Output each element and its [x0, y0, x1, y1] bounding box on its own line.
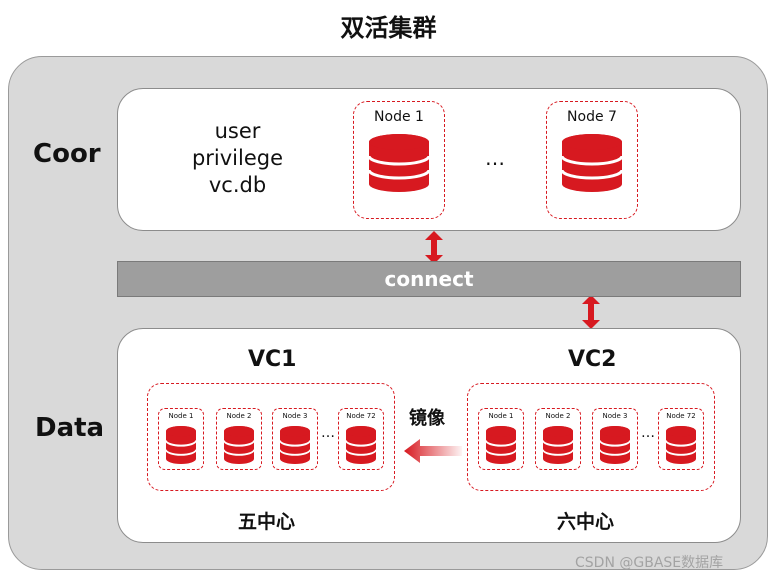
vc2-node-3-label: Node 3 — [602, 412, 628, 420]
coor-layer-label: Coor — [33, 139, 101, 169]
vc2-node-1: Node 1 — [478, 408, 524, 470]
meta-vcdb: vc.db — [208, 173, 267, 197]
coor-connect-arrow — [425, 231, 443, 264]
mirror-arrow — [404, 439, 462, 463]
vc1-node-1: Node 1 — [158, 408, 204, 470]
vc1-center-label: 五中心 — [238, 511, 296, 533]
coor-node-1: Node 1 — [353, 101, 445, 219]
vc1-node-3: Node 3 — [272, 408, 318, 470]
database-icon — [562, 134, 622, 192]
vc2-ellipsis: … — [641, 425, 655, 441]
data-layer-label: Data — [35, 413, 105, 443]
coor-ellipsis: … — [485, 146, 505, 170]
database-icon — [666, 426, 696, 464]
vc1-title: VC1 — [248, 347, 297, 372]
coor-metadata-list: user privilege vc.db — [180, 118, 295, 199]
database-icon — [346, 426, 376, 464]
vc2-node-3: Node 3 — [592, 408, 638, 470]
meta-privilege: privilege — [191, 146, 284, 170]
coor-node-7-label: Node 7 — [567, 109, 617, 125]
coor-node-1-label: Node 1 — [374, 109, 424, 125]
database-icon — [166, 426, 196, 464]
vc2-node-72: Node 72 — [658, 408, 704, 470]
diagram-title: 双活集群 — [340, 14, 437, 42]
watermark: CSDN @GBASE数据库 — [575, 555, 724, 571]
connect-data-arrow — [582, 295, 600, 329]
vc2-node-1-label: Node 1 — [488, 412, 514, 420]
vc2-node-72-label: Node 72 — [666, 412, 696, 420]
vc2-title: VC2 — [568, 347, 617, 372]
vc1-ellipsis: … — [321, 425, 335, 441]
vc1-node-2-label: Node 2 — [226, 412, 252, 420]
vc2-node-group — [467, 383, 715, 491]
database-icon — [280, 426, 310, 464]
vc2-center-label: 六中心 — [557, 511, 615, 533]
vc1-node-group — [147, 383, 395, 491]
database-icon — [486, 426, 516, 464]
mirror-label: 镜像 — [409, 408, 445, 429]
vc1-node-72-label: Node 72 — [346, 412, 376, 420]
database-icon — [600, 426, 630, 464]
coor-node-7: Node 7 — [546, 101, 638, 219]
vc1-node-1-label: Node 1 — [168, 412, 194, 420]
vc1-node-72: Node 72 — [338, 408, 384, 470]
vc1-node-2: Node 2 — [216, 408, 262, 470]
vc1-node-3-label: Node 3 — [282, 412, 308, 420]
database-icon — [543, 426, 573, 464]
database-icon — [369, 134, 429, 192]
vc2-node-2-label: Node 2 — [545, 412, 571, 420]
meta-user: user — [214, 119, 261, 143]
vc2-node-2: Node 2 — [535, 408, 581, 470]
database-icon — [224, 426, 254, 464]
connect-bar: connect — [117, 261, 741, 297]
